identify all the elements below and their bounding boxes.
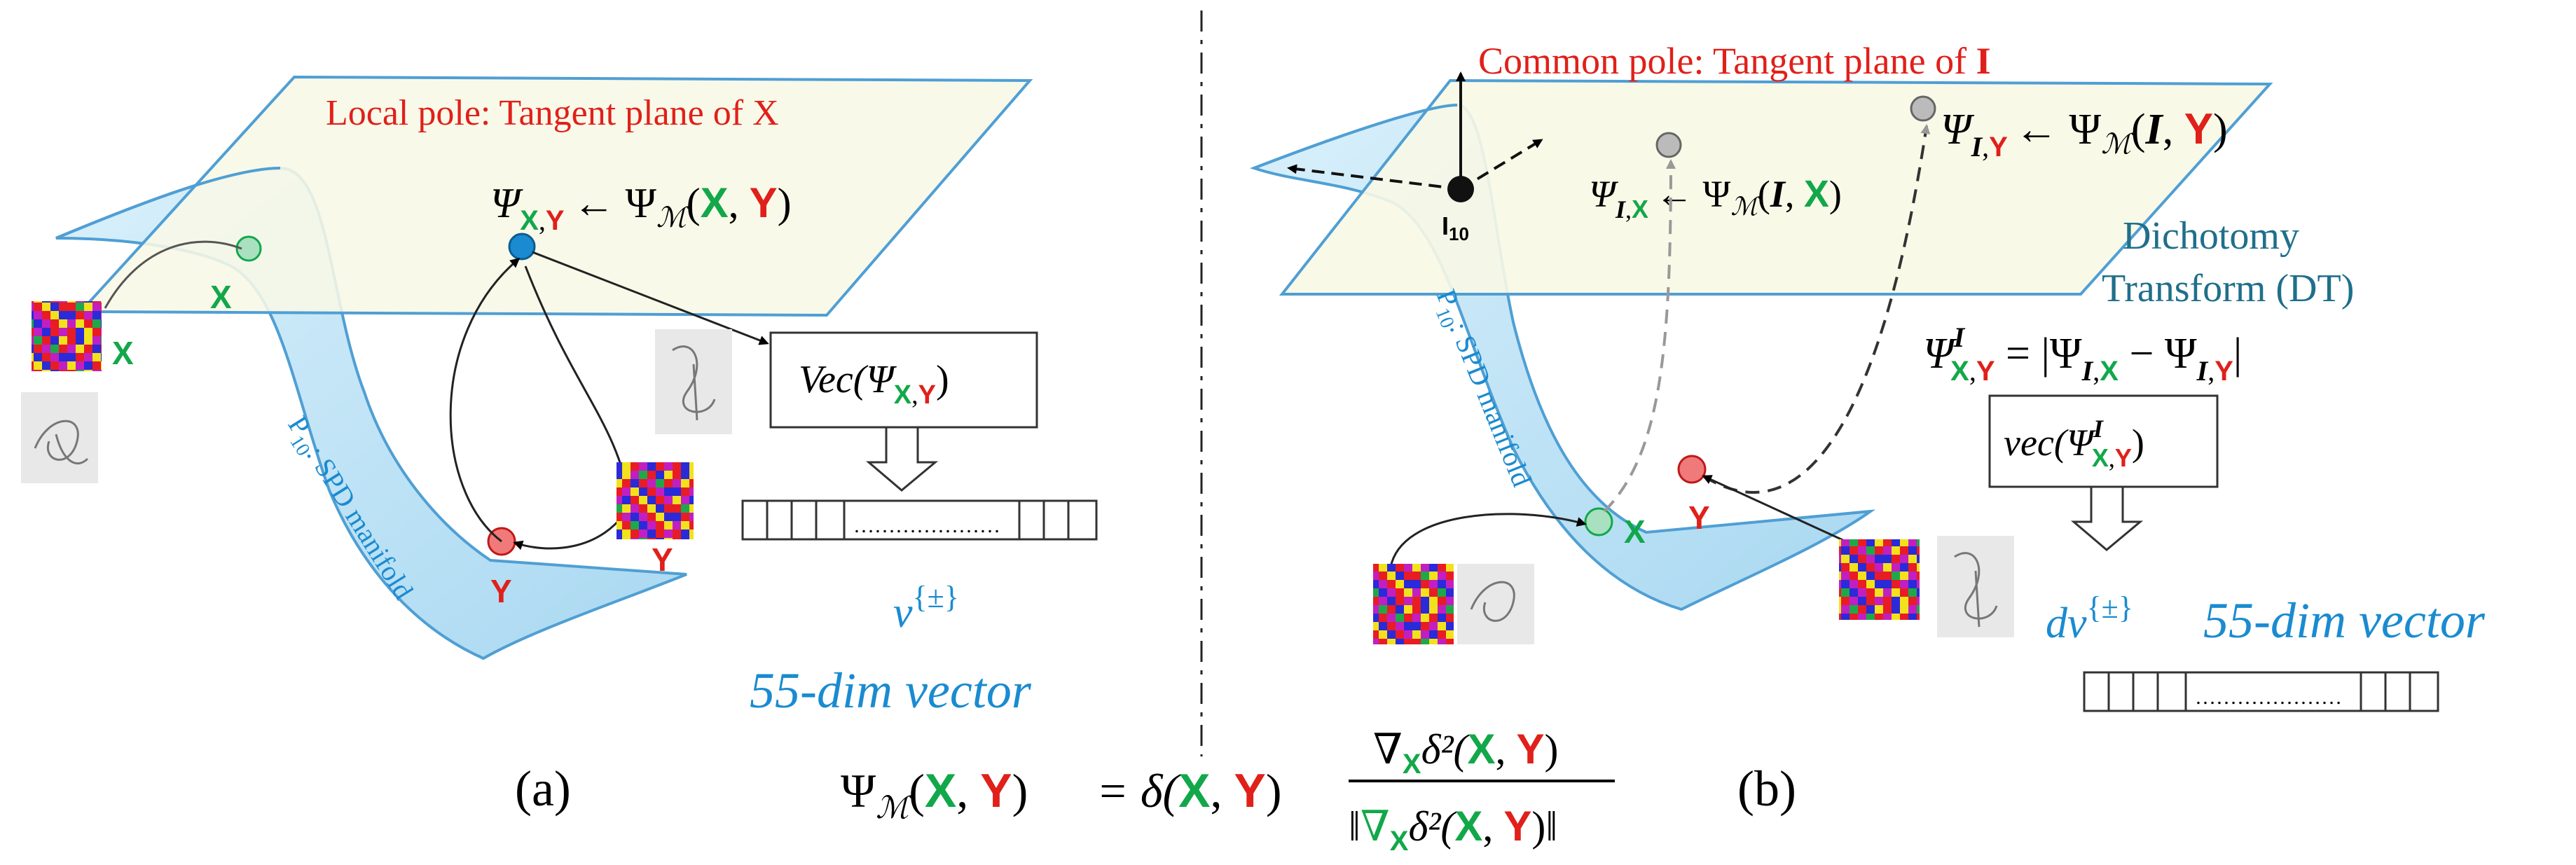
vector-dots-b: …………………	[2195, 686, 2342, 709]
axis-left	[1287, 164, 1461, 191]
vector-dots-a: …………………	[853, 514, 1000, 537]
panel-a-title: Local pole: Tangent plane of X	[326, 93, 779, 133]
point-x-a-label: X	[210, 279, 232, 315]
v-label-a: v{±}	[893, 580, 959, 637]
pole-i10-label: I10	[1442, 212, 1469, 244]
point-y-a-label: Y	[490, 573, 512, 609]
tangent-plane-b	[1279, 78, 2273, 296]
vec-box-a	[769, 331, 1038, 429]
psi-iy-expression: ΨI,Y← Ψℳ(I, Y)	[1941, 105, 2228, 162]
down-arrow-a	[865, 426, 939, 492]
log-map-formula: Ψℳ(X, Υ) = δ(X, Υ) ∇Xδ²(X, Υ) ‖∇Xδ²(X, Υ…	[841, 726, 1615, 857]
mosaic-image-x-b	[1373, 564, 1454, 644]
img-x-label: X	[112, 335, 134, 371]
curve-imgy-to-y2	[513, 504, 632, 551]
signature-image-x	[21, 392, 98, 483]
formula-eq: = δ(X, Υ)	[1096, 764, 1282, 817]
dv-label-b: dv{±}	[2046, 590, 2133, 647]
curve-imgx-b	[1389, 513, 1587, 568]
curve-imgy-b	[1702, 475, 1857, 548]
panel-b-label: (b)	[1737, 761, 1796, 817]
pole-i10	[1447, 176, 1474, 202]
panel-a-label: (a)	[515, 761, 571, 817]
panel-a: Local pole: Tangent plane of X ΨX,Υ← Ψℳ(…	[21, 75, 1098, 817]
point-x-b	[1584, 507, 1613, 537]
tangent-plane-a	[77, 75, 1033, 317]
panel-b: Common pole: Tangent plane of I I10 ΨI,Y…	[1250, 40, 2486, 817]
arrow-psi-to-vec	[532, 251, 769, 345]
mosaic-image-x	[32, 301, 102, 371]
vector-cells-a	[741, 499, 1098, 541]
curve-y-to-psi	[449, 258, 521, 543]
vector-cells-b	[2083, 671, 2439, 712]
img-y-label: Y	[652, 541, 673, 578]
down-arrow-b	[2070, 485, 2144, 551]
psi-ix-expression: ΨI,X← Ψℳ(I, X)	[1589, 173, 1842, 223]
point-psi-a	[508, 233, 536, 261]
formula-lhs: Ψℳ(X, Υ)	[841, 764, 1028, 825]
curve-img-to-x	[104, 240, 242, 309]
formula-denominator: ‖∇Xδ²(X, Υ)‖	[1349, 803, 1557, 857]
point-psi-iy	[1910, 95, 1936, 122]
point-x-a	[235, 235, 262, 262]
psi-xy-expression: ΨX,Υ← Ψℳ(X, Υ)	[490, 179, 792, 236]
mosaic-image-y	[617, 462, 694, 539]
dashed-y-to-psi-iy	[1702, 124, 1931, 494]
panel-b-title: Common pole: Tangent plane of I	[1478, 40, 1991, 82]
point-x-b-label: X	[1624, 513, 1646, 550]
point-y-b-label: Y	[1688, 499, 1710, 536]
formula-numerator: ∇Xδ²(X, Υ)	[1373, 726, 1559, 780]
signature-image-y	[655, 329, 732, 434]
mosaic-image-y-b	[1839, 539, 1920, 620]
dt-line1: Dichotomy	[2123, 214, 2299, 258]
dt-line2: Transform (DT)	[2102, 267, 2354, 310]
spd-manifold-b-edge	[1253, 104, 1458, 169]
axis-right	[1459, 139, 1543, 191]
signature-image-y-b	[1937, 536, 2014, 637]
vec-label-a: Vec(ΨX,Υ)	[799, 358, 949, 410]
dim-label-b: 55-dim vector	[2203, 593, 2486, 649]
point-psi-ix	[1655, 132, 1682, 158]
point-y-b	[1677, 455, 1707, 484]
dashed-x-to-psi-ix	[1603, 159, 1676, 513]
signature-image-x-b	[1457, 564, 1534, 644]
spd-manifold-a-edge	[55, 167, 281, 240]
vec-box-b	[1988, 394, 2219, 488]
dim-label-a: 55-dim vector	[750, 663, 1032, 719]
